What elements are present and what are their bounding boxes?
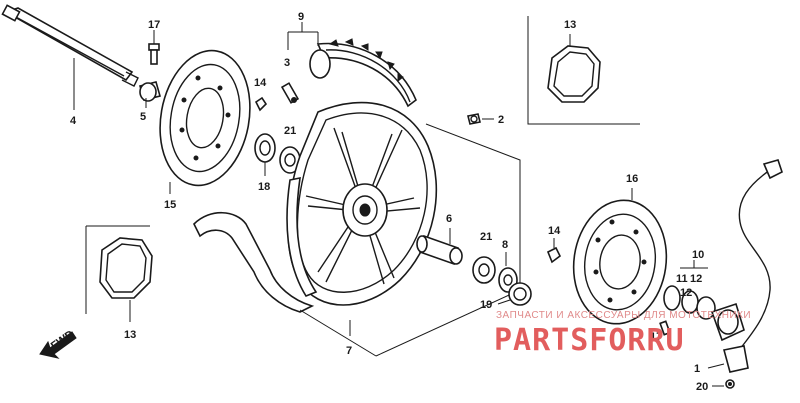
gearbox-bracket	[680, 260, 708, 269]
callout-left-oil-seal: 18	[258, 181, 270, 193]
callout-valve: 3	[284, 57, 290, 69]
speedometer-cable[interactable]	[723, 159, 783, 373]
speedo-screw[interactable]	[725, 379, 735, 389]
speedo-gear-bolt[interactable]	[659, 320, 671, 336]
watermark-brand: PARTSFORRU	[494, 323, 685, 358]
callout-right-washer: 14	[548, 225, 561, 237]
callout-left-disc: 15	[164, 199, 176, 211]
left-oil-seal[interactable]	[254, 133, 276, 163]
callout-left-bearing: 21	[284, 125, 296, 137]
callout-right-seal: 19	[480, 299, 492, 311]
callout-axle-collar: 5	[140, 111, 146, 123]
callout-wheel: 7	[346, 345, 352, 357]
callout-right-disc: 16	[626, 173, 638, 185]
left-bearing-seal[interactable]	[254, 96, 268, 112]
disc-bolt-left[interactable]	[148, 43, 160, 65]
callout-spacer: 6	[446, 213, 452, 225]
callout-gearbox-c: 10	[692, 249, 704, 261]
gasket-right-bracket	[527, 16, 640, 125]
right-gasket-plate[interactable]	[547, 45, 601, 103]
left-gasket-plate[interactable]	[99, 237, 153, 299]
callout-bolt-top: 2	[498, 114, 504, 126]
callout-tire-group: 9	[298, 11, 304, 23]
callout-gearbox-a: 11	[676, 273, 688, 285]
fwd-arrow-icon	[39, 331, 77, 359]
right-brake-disc[interactable]	[566, 194, 674, 330]
callout-disc-bolt-left: 17	[148, 19, 160, 31]
front-tire[interactable]	[309, 38, 417, 108]
callout-speedo-screw: 20	[696, 381, 708, 393]
callout-speedo-cable: 1	[694, 363, 700, 375]
tire-group-bracket	[287, 22, 319, 50]
callout-right-gasket: 13	[564, 19, 576, 31]
cable1-leader	[707, 363, 725, 369]
bolt-top[interactable]	[467, 113, 481, 125]
speedometer-gearbox[interactable]	[663, 285, 745, 342]
axle-collar[interactable]	[139, 81, 161, 102]
exploded-axis-lines	[299, 123, 521, 357]
seal19-leader	[497, 299, 511, 305]
right-bearing[interactable]	[472, 256, 496, 284]
callout-gearbox-d: 12	[680, 287, 692, 299]
axle-spacer[interactable]	[416, 234, 463, 266]
right-washer[interactable]	[546, 246, 562, 264]
right-seal[interactable]	[508, 282, 532, 306]
axle[interactable]	[1, 4, 139, 87]
watermark-subtitle: ЗАПЧАСТИ И АКСЕССУАРЫ ДЛЯ МОТОТЕХНИКИ	[496, 310, 751, 321]
callout-right-collar: 8	[502, 239, 508, 251]
callout-left-gasket: 13	[124, 329, 136, 341]
callout-right-bearing: 21	[480, 231, 492, 243]
callout-axle: 4	[70, 115, 77, 127]
callout-speedo-gear-bolt: 17	[650, 331, 662, 343]
callout-gearbox-b: 12	[690, 273, 702, 285]
front-wheel-rim[interactable]	[286, 101, 438, 306]
left-brake-disc[interactable]	[150, 43, 260, 192]
callout-left-bearing-seal: 14	[254, 77, 267, 89]
tire-valve[interactable]	[280, 82, 300, 104]
front-fender-outline	[193, 212, 315, 313]
